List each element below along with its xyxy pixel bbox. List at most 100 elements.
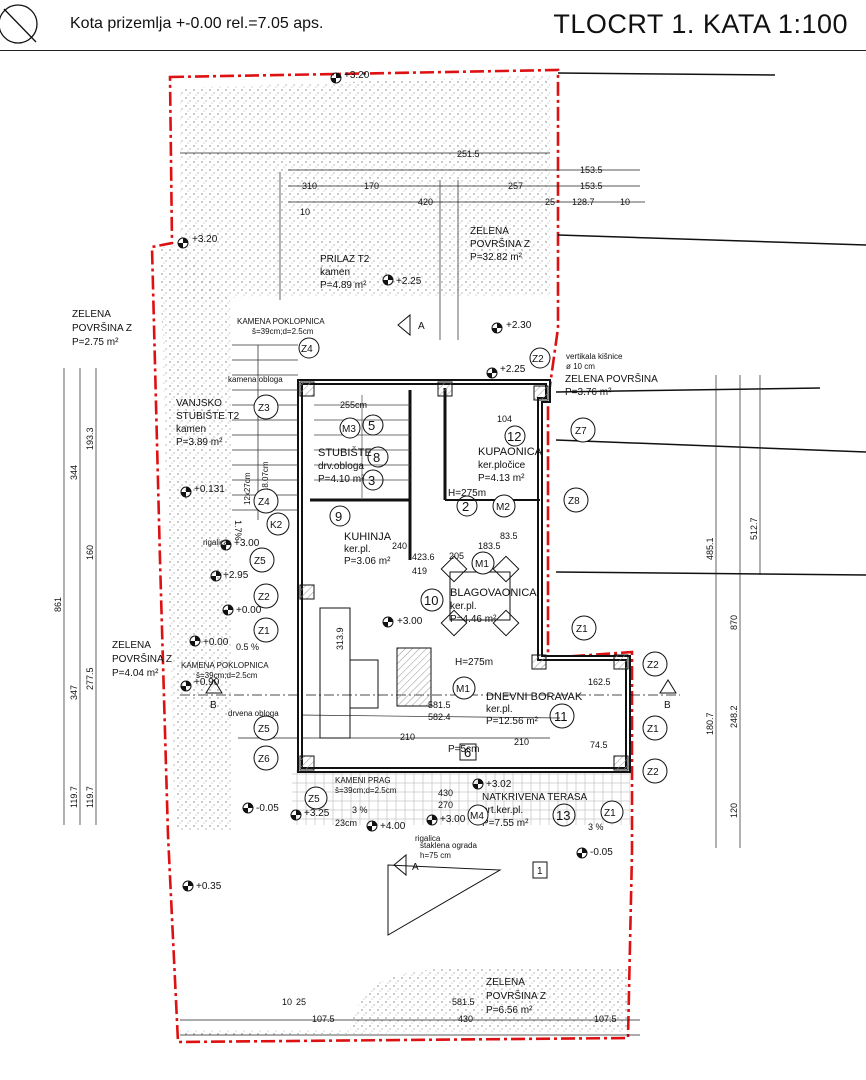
svg-text:B: B [664, 700, 671, 711]
zelena-4-area: P=4.04 m² [112, 668, 159, 679]
drvena-obloga: drvena obloga [228, 709, 279, 718]
stubiste-label: STUBIŠTE [318, 446, 372, 459]
level-marker: +3.25 [290, 808, 330, 821]
svg-text:Z5: Z5 [308, 794, 320, 805]
external-stair [232, 344, 298, 520]
level-markers: +3.20 +3.20 +2.25 +2.30 +2.25 +0.131 +3.… [177, 70, 613, 892]
level-marker: -0.05 [242, 802, 279, 814]
svg-text:-0.05: -0.05 [590, 847, 613, 858]
level-marker: +3.02 [472, 778, 512, 790]
svg-text:210: 210 [400, 732, 415, 742]
svg-text:257: 257 [508, 181, 523, 191]
svg-text:-0.05: -0.05 [256, 803, 279, 814]
north-arrow-icon [0, 4, 38, 44]
boravak-label: DNEVNI BORAVAK [486, 691, 583, 703]
zelena-2-line2: POVRŠINA Z [72, 321, 132, 334]
svg-text:+3.02: +3.02 [486, 779, 512, 790]
svg-text:Z2: Z2 [647, 767, 659, 778]
svg-text:Z1: Z1 [258, 626, 270, 637]
svg-text:+3.00: +3.00 [234, 538, 260, 549]
poklopnica-2: KAMENA POKLOPNICA [181, 661, 269, 670]
svg-text:153.5: 153.5 [580, 181, 603, 191]
living-furniture [319, 607, 432, 739]
zelena-3-area: P=3.76 m² [565, 387, 612, 398]
zelena-1-line1: ZELENA [470, 226, 509, 237]
vanjsko-stubiste-1: VANJSKO [176, 398, 222, 409]
marker-tag: Z8 [563, 487, 589, 513]
svg-text:Z5: Z5 [258, 724, 270, 735]
elevation-note: Kota prizemlja +-0.00 rel.=7.05 aps. [70, 15, 324, 32]
svg-text:Z2: Z2 [532, 354, 544, 365]
svg-text:K2: K2 [270, 520, 283, 531]
green-area-west [160, 245, 232, 830]
svg-text:13: 13 [556, 808, 570, 823]
svg-text:Z1: Z1 [604, 808, 616, 819]
svg-text:0.5 %: 0.5 % [236, 642, 259, 652]
walls [297, 379, 631, 773]
marker-tag: Z5 [253, 715, 279, 741]
poklopnica-1-size: š=39cm;d=2.5cm [252, 327, 314, 336]
kameni-prag: KAMENI PRAG [335, 776, 391, 785]
svg-text:+0.131: +0.131 [194, 484, 225, 495]
svg-text:+3.25: +3.25 [304, 808, 330, 819]
level-marker: +3.00 [220, 538, 260, 551]
marker-tag: Z5 [304, 786, 328, 810]
kuhinja-floor: ker.pl. [344, 544, 371, 555]
staklena-ograda-h: h=75 cm [420, 851, 451, 860]
svg-text:Z2: Z2 [258, 592, 270, 603]
p5: P=5cm [448, 744, 479, 755]
marker-tag: M3 [339, 417, 361, 439]
level-marker: +3.20 [177, 234, 218, 249]
svg-text:Z1: Z1 [576, 624, 588, 635]
terasa-area: P=7.55 m² [482, 818, 529, 829]
level-marker: +3.00 [382, 616, 423, 628]
svg-text:10: 10 [424, 593, 438, 608]
marker-tag: Z7 [570, 417, 596, 443]
zelena-4-line1: ZELENA [112, 640, 151, 651]
level-marker: +2.25 [382, 274, 422, 287]
svg-text:+2.30: +2.30 [506, 320, 532, 331]
kupaonica-label: KUPAONICA [478, 446, 543, 458]
terasa-label: NATKRIVENA TERASA [482, 792, 588, 803]
svg-text:313.9: 313.9 [335, 627, 345, 650]
svg-text:180.7: 180.7 [705, 712, 715, 735]
kuhinja-label: KUHINJA [344, 531, 392, 543]
section-markers: A A B B [205, 313, 677, 877]
marker-tag: Z2 [253, 583, 279, 609]
svg-text:11: 11 [554, 709, 568, 724]
svg-text:1.7%: 1.7% [233, 520, 243, 541]
svg-text:582.4: 582.4 [428, 712, 451, 722]
svg-text:9: 9 [335, 509, 342, 524]
level-marker: +0.90 [180, 677, 220, 692]
svg-text:347: 347 [69, 685, 79, 700]
level-marker: +2.95 [210, 570, 249, 582]
svg-text:3 %: 3 % [352, 805, 368, 815]
svg-text:861: 861 [53, 597, 63, 612]
svg-text:25: 25 [296, 997, 306, 1007]
svg-text:+2.25: +2.25 [396, 276, 422, 287]
vanjsko-stubiste-3: kamen [176, 424, 206, 435]
svg-text:420: 420 [418, 197, 433, 207]
svg-text:+3.00: +3.00 [397, 616, 423, 627]
svg-text:3: 3 [368, 473, 375, 488]
svg-text:210: 210 [514, 737, 529, 747]
kupaonica-area: P=4.13 m² [478, 473, 525, 484]
level-marker: +0.00 [222, 604, 262, 616]
zelena-5-area: P=6.56 m² [486, 1005, 533, 1016]
svg-text:+3.00: +3.00 [440, 814, 466, 825]
room-number: 8 [367, 446, 389, 468]
svg-text:3 %: 3 % [588, 822, 604, 832]
boravak-area: P=12.56 m² [486, 716, 539, 727]
blagovaonica-label: BLAGOVAONICA [450, 587, 537, 599]
marker-tag: Z6 [253, 745, 279, 771]
svg-text:107.5: 107.5 [312, 1014, 335, 1024]
site-boundary [150, 68, 634, 1044]
svg-text:12: 12 [507, 429, 521, 444]
svg-text:581.5: 581.5 [452, 997, 475, 1007]
svg-text:+0.35: +0.35 [196, 881, 222, 892]
marker-tag: Z2 [529, 347, 551, 369]
svg-text:255cm: 255cm [340, 400, 367, 410]
room-number: 10 [420, 588, 444, 612]
annotation-markers: Z1 Z3 Z4 Z5 Z6 Z7 Z8 Z2 Z1 Z2 Z1 Z2 Z1 Z… [249, 337, 668, 826]
svg-text:74.5: 74.5 [590, 740, 608, 750]
